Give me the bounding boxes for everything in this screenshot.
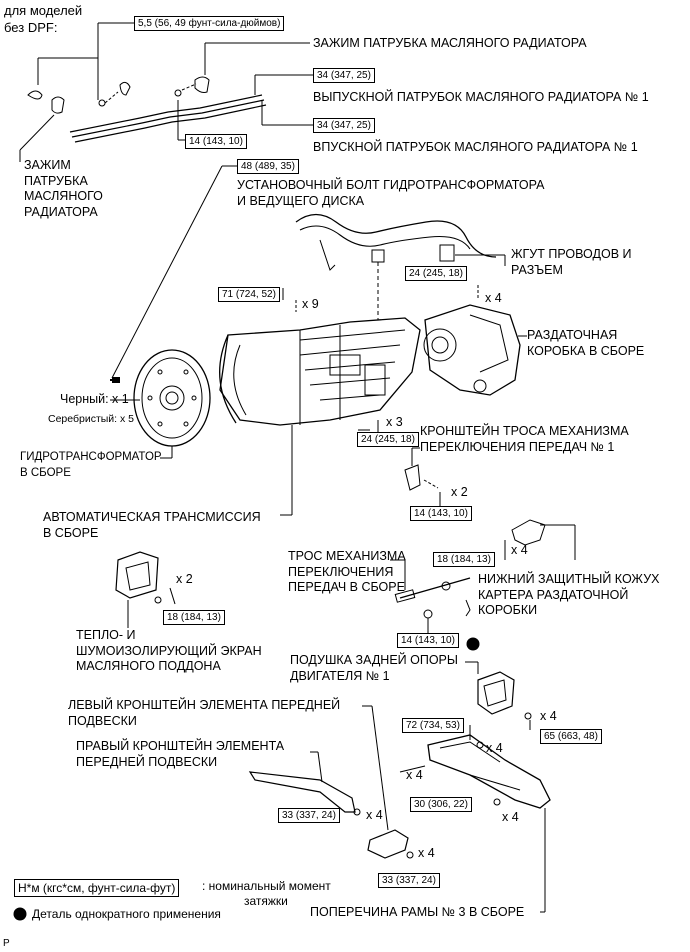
label-torque-converter: ГИДРОТРАНСФОРМАТОР В СБОРЕ [20, 451, 162, 479]
torque-value: 71 (724, 52) [218, 287, 280, 302]
torque-value: 18 (184, 13) [163, 610, 225, 625]
torque-value: 14 (143, 10) [185, 134, 247, 149]
corner-mark: P [3, 938, 10, 949]
label-left-bracket: ЛЕВЫЙ КРОНШТЕЙН ЭЛЕМЕНТА ПЕРЕДНЕЙ ПОДВЕС… [68, 698, 341, 728]
label-crossmember: ПОПЕРЕЧИНА РАМЫ № 3 В СБОРЕ [310, 905, 525, 919]
quantity: x 4 [486, 741, 503, 755]
label-wire-harness: ЖГУТ ПРОВОДОВ И РАЗЪЕМ [511, 247, 632, 277]
label-cable-bracket: КРОНШТЕЙН ТРОСА МЕХАНИЗМА ПЕРЕКЛЮЧЕНИЯ П… [420, 424, 629, 454]
non-reusable-part-marker [466, 637, 480, 651]
quantity: x 2 [176, 572, 193, 586]
quantity: x 4 [406, 768, 423, 782]
label-inlet-pipe: ВПУСКНОЙ ПАТРУБОК МАСЛЯНОГО РАДИАТОРА № … [313, 140, 638, 154]
torque-value: 34 (347, 25) [313, 118, 375, 133]
label-right-bracket: ПРАВЫЙ КРОНШТЕЙН ЭЛЕМЕНТА ПЕРЕДНЕЙ ПОДВЕ… [76, 739, 285, 769]
label-shift-cable: ТРОС МЕХАНИЗМА ПЕРЕКЛЮЧЕНИЯ ПЕРЕДАЧ В СБ… [288, 549, 406, 594]
quantity: x 9 [302, 297, 319, 311]
label-converter-bolt: УСТАНОВОЧНЫЙ БОЛТ ГИДРОТРАНСФОРМАТОРА И … [237, 178, 545, 208]
quantity: x 4 [511, 543, 528, 557]
legend-non-reusable: Деталь однократного применения [32, 907, 221, 921]
torque-value: 24 (245, 18) [357, 432, 419, 447]
legend-unit-text-2: затяжки [244, 894, 288, 908]
quantity: x 4 [485, 291, 502, 305]
torque-value: 30 (306, 22) [410, 797, 472, 812]
silver-bolt-count: Серебристый: x 5 [48, 413, 135, 425]
torque-value: 33 (337, 24) [278, 808, 340, 823]
black-bolt-count: Черный: x 1 [60, 392, 129, 406]
quantity: x 2 [451, 485, 468, 499]
label-oil-pan-shield: ТЕПЛО- И ШУМОИЗОЛИРУЮЩИЙ ЭКРАН МАСЛЯНОГО… [76, 628, 262, 673]
torque-value: 24 (245, 18) [405, 266, 467, 281]
quantity: x 3 [386, 415, 403, 429]
label-engine-mount: ПОДУШКА ЗАДНЕЙ ОПОРЫ ДВИГАТЕЛЯ № 1 [290, 653, 458, 683]
quantity: x 4 [502, 810, 519, 824]
label-automatic-transmission: АВТОМАТИЧЕСКАЯ ТРАНСМИССИЯ В СБОРЕ [43, 510, 261, 540]
torque-value: 48 (489, 35) [237, 159, 299, 174]
label-outlet-pipe: ВЫПУСКНОЙ ПАТРУБОК МАСЛЯНОГО РАДИАТОРА №… [313, 90, 649, 104]
label-transfer-case: РАЗДАТОЧНАЯ КОРОБКА В СБОРЕ [527, 328, 645, 358]
label-cooler-clamp-left: ЗАЖИМ ПАТРУБКА МАСЛЯНОГО РАДИАТОРА [24, 158, 103, 219]
legend-marker [13, 907, 27, 921]
label-cooler-clamp-top: ЗАЖИМ ПАТРУБКА МАСЛЯНОГО РАДИАТОРА [313, 36, 587, 50]
quantity: x 4 [366, 808, 383, 822]
legend-unit-text: : номинальный момент [202, 879, 331, 893]
torque-value: 14 (143, 10) [397, 633, 459, 648]
label-transfer-skid: НИЖНИЙ ЗАЩИТНЫЙ КОЖУХ КАРТЕРА РАЗДАТОЧНО… [478, 572, 660, 617]
torque-value: 18 (184, 13) [433, 552, 495, 567]
torque-value: 14 (143, 10) [410, 506, 472, 521]
quantity: x 4 [418, 846, 435, 860]
torque-value: 72 (734, 53) [402, 718, 464, 733]
models-note-line2: без DPF: [4, 20, 58, 35]
torque-value: 5,5 (56, 49 фунт-сила-дюймов) [134, 16, 285, 31]
torque-value: 34 (347, 25) [313, 68, 375, 83]
torque-value: 65 (663, 48) [540, 729, 602, 744]
models-note-line1: для моделей [4, 3, 83, 18]
quantity: x 4 [540, 709, 557, 723]
torque-value: 33 (337, 24) [378, 873, 440, 888]
legend-unit-box: Н*м (кгс*см, фунт-сила-фут) [14, 879, 180, 897]
